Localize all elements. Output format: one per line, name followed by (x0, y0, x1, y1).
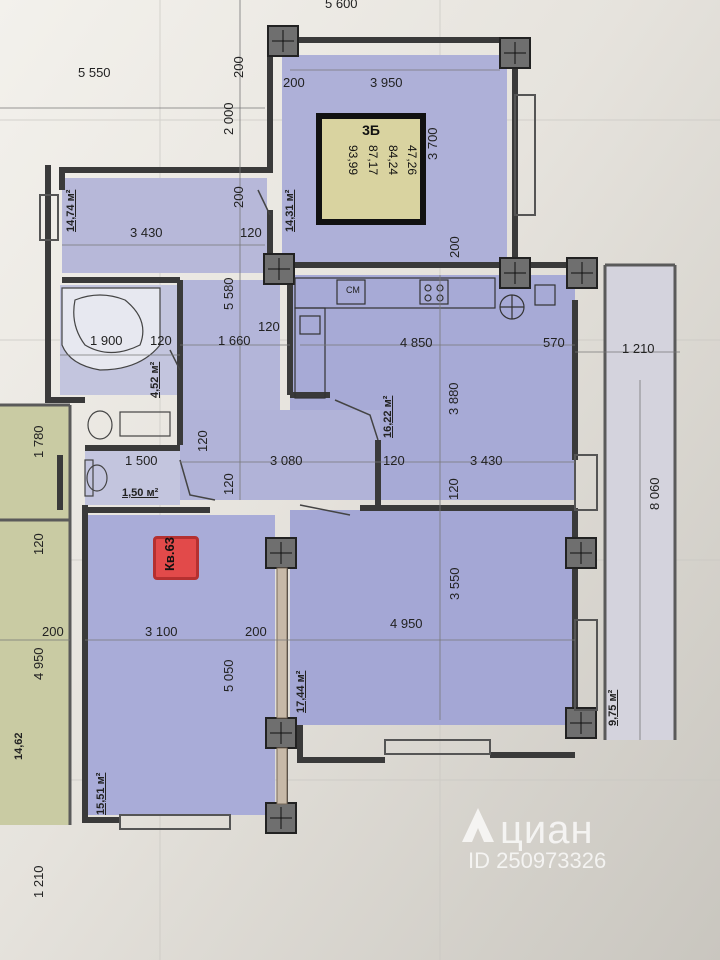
partition-hatch (276, 567, 288, 805)
apartment-area-table: 3Б 93,99 87,17 84,24 47,26 (316, 113, 426, 225)
dim-120-a: 120 (240, 225, 262, 240)
table-value-total: 93,99 (346, 145, 360, 176)
inner-walls (0, 263, 677, 825)
area-14-74: 14,74 м² (65, 189, 77, 232)
kitchen-appliance-label: СМ (346, 285, 360, 295)
area-4-52: 4,52 м² (149, 361, 161, 398)
dim-120-d: 120 (383, 453, 405, 468)
corridor-fill (180, 410, 380, 500)
dim-120-c: 120 (258, 319, 280, 334)
table-value-rooms: 47,26 (405, 145, 419, 176)
dim-120-left: 120 (31, 533, 46, 555)
dim-200-c: 200 (42, 624, 64, 639)
dim-120-vert-c: 120 (446, 478, 461, 500)
dim-1210-balcony: 1 210 (622, 341, 655, 356)
dim-3880: 3 880 (446, 382, 461, 415)
dim-570: 570 (543, 335, 565, 350)
door-swings (169, 189, 379, 516)
area-9-75: 9,75 м² (607, 689, 619, 726)
watermark-listing-id: ID 250973326 (468, 848, 607, 873)
dim-200-d: 200 (245, 624, 267, 639)
dim-top-5600: 5 600 (325, 0, 358, 11)
dim-1210-bottom: 1 210 (31, 865, 46, 898)
dim-3100: 3 100 (145, 624, 178, 639)
kitchen-fixtures (294, 277, 556, 399)
dimension-lines (0, 0, 680, 740)
area-17-44: 17,44 м² (295, 670, 307, 713)
area-1-50: 1,50 м² (122, 487, 159, 499)
dim-3700: 3 700 (425, 127, 440, 160)
bath-fixtures (61, 287, 171, 497)
apartment-type-label: 3Б (362, 122, 380, 138)
room-17-44-fill (290, 510, 575, 725)
area-16-22: 16,22 м² (382, 395, 394, 438)
dim-3550: 3 550 (447, 567, 462, 600)
area-15-51: 15,51 м² (95, 772, 107, 815)
toilet-fill (85, 450, 180, 505)
dim-1780: 1 780 (31, 425, 46, 458)
dim-3430-top: 3 430 (130, 225, 163, 240)
dim-5050: 5 050 (221, 659, 236, 692)
dim-3080: 3 080 (270, 453, 303, 468)
dim-120-vert: 120 (195, 430, 210, 452)
dim-120-b: 120 (150, 333, 172, 348)
dim-top-200a: 200 (231, 56, 246, 78)
cian-logo-icon (462, 808, 494, 842)
dim-200-right: 200 (447, 236, 462, 258)
column-markers (268, 30, 593, 829)
area-14-62-neighbor: 14,62 (13, 732, 25, 760)
dim-4950-left: 4 950 (31, 647, 46, 680)
dim-4950: 4 950 (390, 616, 423, 631)
windows (39, 94, 598, 830)
table-value-living: 87,17 (366, 145, 380, 176)
dim-4850: 4 850 (400, 335, 433, 350)
dim-3430-bottom: 3 430 (470, 453, 503, 468)
dim-top-3950: 3 950 (370, 75, 403, 90)
dim-top-5550: 5 550 (78, 65, 111, 80)
dim-1900: 1 900 (90, 333, 123, 348)
dim-top-200b: 200 (283, 75, 305, 90)
dim-5580: 5 580 (221, 277, 236, 310)
apartment-number: Кв.63 (162, 537, 177, 571)
apartment-number-badge: Кв.63 (153, 536, 199, 580)
dim-200-left: 200 (231, 186, 246, 208)
dim-1500: 1 500 (125, 453, 158, 468)
dim-1660: 1 660 (218, 333, 251, 348)
room-14-74-fill (62, 178, 267, 273)
dim-120-vert-b: 120 (221, 473, 236, 495)
dim-8060: 8 060 (647, 477, 662, 510)
dim-2000: 2 000 (221, 102, 236, 135)
area-14-31: 14,31 м² (284, 189, 296, 232)
watermark-logo-text: циан (500, 808, 594, 852)
table-value-area: 84,24 (386, 145, 400, 176)
